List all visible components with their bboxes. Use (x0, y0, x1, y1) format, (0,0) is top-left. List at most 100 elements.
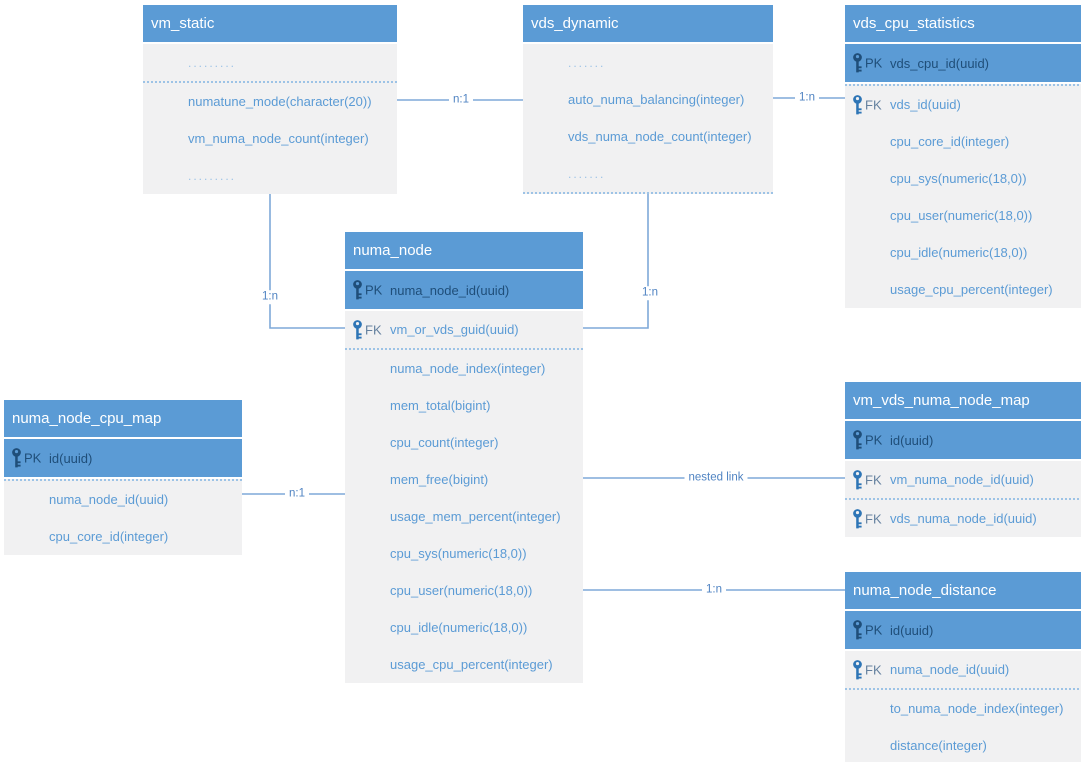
row-fk-field: FK vm_or_vds_guid(uuid) (345, 311, 583, 348)
field-name: cpu_core_id(integer) (890, 134, 1010, 149)
connector-label-vm_static-to-vds_dynamic: n:1 (449, 93, 473, 107)
key-marker: PK (851, 620, 882, 641)
key-type-label: FK (865, 472, 882, 487)
key-type-label: FK (365, 322, 382, 337)
key-marker: PK (851, 430, 882, 451)
row-field: numa_node_id(uuid) (4, 481, 242, 518)
row-field: usage_cpu_percent(integer) (345, 646, 583, 683)
key-type-label: FK (865, 97, 882, 112)
connector-label-numa_node_cpu_map-to-numa_node: n:1 (285, 487, 309, 501)
row-field: numa_node_index(integer) (345, 350, 583, 387)
field-name: id(uuid) (890, 622, 934, 638)
field-name: numa_node_id(uuid) (49, 492, 169, 507)
key-marker: FK (851, 659, 882, 680)
field-name: usage_cpu_percent(integer) (390, 657, 553, 672)
field-name: vds_id(uuid) (890, 97, 961, 112)
table-header-numa_node_cpu_map[interactable]: numa_node_cpu_map (4, 400, 242, 437)
row-field: vm_numa_node_count(integer) (143, 120, 397, 157)
key-marker: PK (851, 53, 882, 74)
field-name: cpu_core_id(integer) (49, 529, 169, 544)
field-name: vm_or_vds_guid(uuid) (390, 322, 519, 337)
key-marker: FK (851, 94, 882, 115)
key-marker: PK (10, 448, 41, 469)
table-header-numa_node_distance[interactable]: numa_node_distance (845, 572, 1081, 609)
field-name: numa_node_id(uuid) (390, 282, 510, 298)
row-field: cpu_core_id(integer) (845, 123, 1081, 160)
key-type-label: PK (865, 432, 883, 448)
field-name: cpu_sys(numeric(18,0)) (390, 546, 527, 561)
key-icon (853, 620, 862, 640)
row-field: cpu_user(numeric(18,0)) (845, 197, 1081, 234)
key-type-label: PK (865, 55, 883, 71)
row-field: cpu_idle(numeric(18,0)) (345, 609, 583, 646)
row-field: cpu_idle(numeric(18,0)) (845, 234, 1081, 271)
field-name: vm_numa_node_id(uuid) (890, 472, 1034, 487)
table-header-vds_dynamic[interactable]: vds_dynamic (523, 5, 773, 42)
key-marker: PK (351, 280, 382, 301)
row-separator (4, 479, 242, 481)
row-field: distance(integer) (845, 727, 1081, 762)
row-ellipsis: ....... (523, 155, 773, 192)
ellipsis-text: ......... (188, 55, 237, 70)
ellipsis-text: ....... (568, 166, 606, 181)
row-pk-field: PK numa_node_id(uuid) (345, 271, 583, 309)
row-separator (345, 348, 583, 350)
key-icon (853, 508, 862, 528)
field-name: to_numa_node_index(integer) (890, 701, 1064, 716)
table-vds_dynamic[interactable]: vds_dynamic.......auto_numa_balancing(in… (523, 5, 773, 194)
row-field: auto_numa_balancing(integer) (523, 81, 773, 118)
row-ellipsis: ....... (523, 44, 773, 81)
ellipsis-text: ......... (188, 168, 237, 183)
connector-label-numa_node-to-numa_node_distance: 1:n (702, 583, 726, 597)
connector-vm_static-to-numa_node (269, 192, 345, 329)
key-type-label: FK (865, 662, 882, 677)
field-name: cpu_user(numeric(18,0)) (890, 208, 1033, 223)
row-pk-field: PK id(uuid) (4, 439, 242, 477)
row-field: usage_cpu_percent(integer) (845, 271, 1081, 308)
row-separator (845, 688, 1081, 690)
row-field: cpu_sys(numeric(18,0)) (845, 160, 1081, 197)
row-separator (845, 498, 1081, 500)
key-marker: FK (851, 508, 882, 529)
table-header-numa_node[interactable]: numa_node (345, 232, 583, 269)
field-name: vds_numa_node_count(integer) (568, 129, 752, 144)
table-header-vm_static[interactable]: vm_static (143, 5, 397, 42)
row-separator (143, 81, 397, 83)
field-name: numatune_mode(character(20)) (188, 94, 372, 109)
row-field: to_numa_node_index(integer) (845, 690, 1081, 727)
connector-label-vds_dynamic-to-numa_node: 1:n (638, 286, 662, 300)
row-field: cpu_sys(numeric(18,0)) (345, 535, 583, 572)
row-field: mem_free(bigint) (345, 461, 583, 498)
row-ellipsis: ......... (143, 44, 397, 81)
key-icon (853, 94, 862, 114)
field-name: usage_cpu_percent(integer) (890, 282, 1053, 297)
field-name: vm_numa_node_count(integer) (188, 131, 369, 146)
row-field: mem_total(bigint) (345, 387, 583, 424)
key-type-label: FK (865, 511, 882, 526)
row-ellipsis: ......... (143, 157, 397, 194)
key-icon (853, 659, 862, 679)
table-vm_static[interactable]: vm_static......... numatune_mode(characte… (143, 5, 397, 194)
table-header-vm_vds_numa_node_map[interactable]: vm_vds_numa_node_map (845, 382, 1081, 419)
key-marker: FK (851, 469, 882, 490)
field-name: distance(integer) (890, 738, 987, 753)
field-name: id(uuid) (49, 450, 93, 466)
field-name: cpu_idle(numeric(18,0)) (390, 620, 528, 635)
field-name: mem_free(bigint) (390, 472, 489, 487)
row-fk-field: FK vds_id(uuid) (845, 86, 1081, 123)
connector-vds_dynamic-to-numa_node (583, 192, 649, 329)
field-name: usage_mem_percent(integer) (390, 509, 561, 524)
row-field: cpu_count(integer) (345, 424, 583, 461)
table-header-vds_cpu_statistics[interactable]: vds_cpu_statistics (845, 5, 1081, 42)
row-field: usage_mem_percent(integer) (345, 498, 583, 535)
